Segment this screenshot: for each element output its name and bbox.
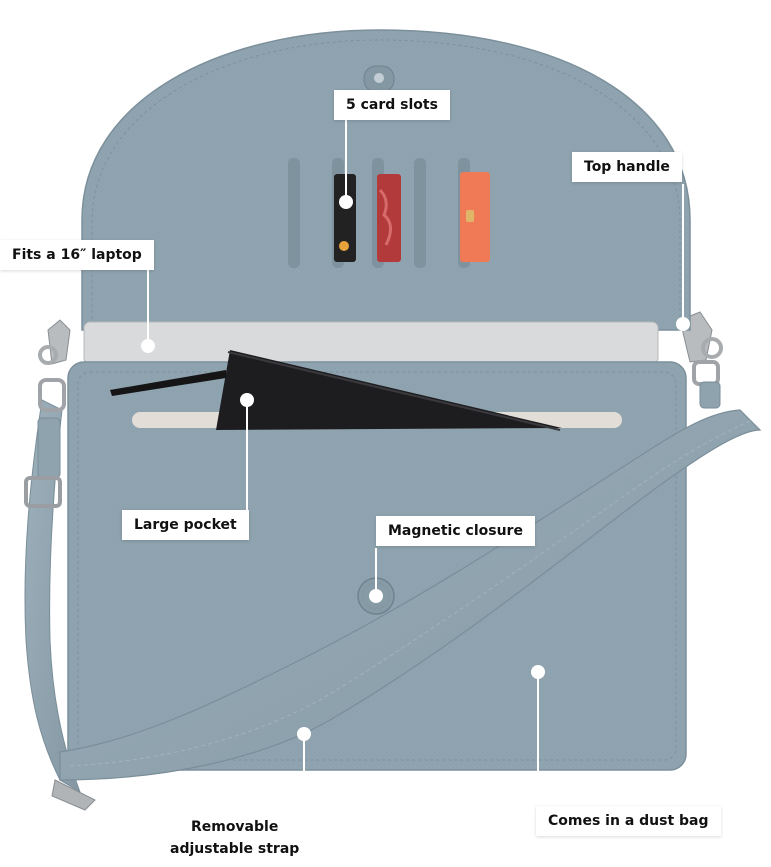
callout-strap-line1: Removable — [190, 819, 279, 835]
callout-laptop: Fits a 16″ laptop — [0, 240, 154, 270]
callout-card-slots: 5 card slots — [334, 90, 450, 120]
callout-magnetic-closure: Magnetic closure — [376, 516, 535, 546]
marker-strap — [297, 727, 311, 741]
left-strap — [24, 319, 96, 811]
leader-lines — [147, 120, 684, 812]
laptop — [83, 321, 659, 365]
marker-large-pocket — [240, 393, 254, 407]
marker-laptop — [141, 339, 155, 353]
marker-dust-bag — [531, 665, 545, 679]
callout-strap-line2: adjustable strap — [170, 841, 300, 857]
crossbody-strap — [59, 409, 762, 781]
marker-magnetic-closure — [369, 589, 383, 603]
callout-markers — [141, 195, 690, 741]
notebook — [110, 350, 562, 431]
card-slots — [288, 158, 490, 268]
marker-card-slots — [339, 195, 353, 209]
callout-top-handle: Top handle — [572, 152, 682, 182]
callout-large-pocket: Large pocket — [122, 510, 249, 540]
callout-strap: Removable adjustable strap — [156, 812, 314, 864]
marker-top-handle — [676, 317, 690, 331]
callout-dust-bag: Comes in a dust bag — [536, 806, 721, 836]
